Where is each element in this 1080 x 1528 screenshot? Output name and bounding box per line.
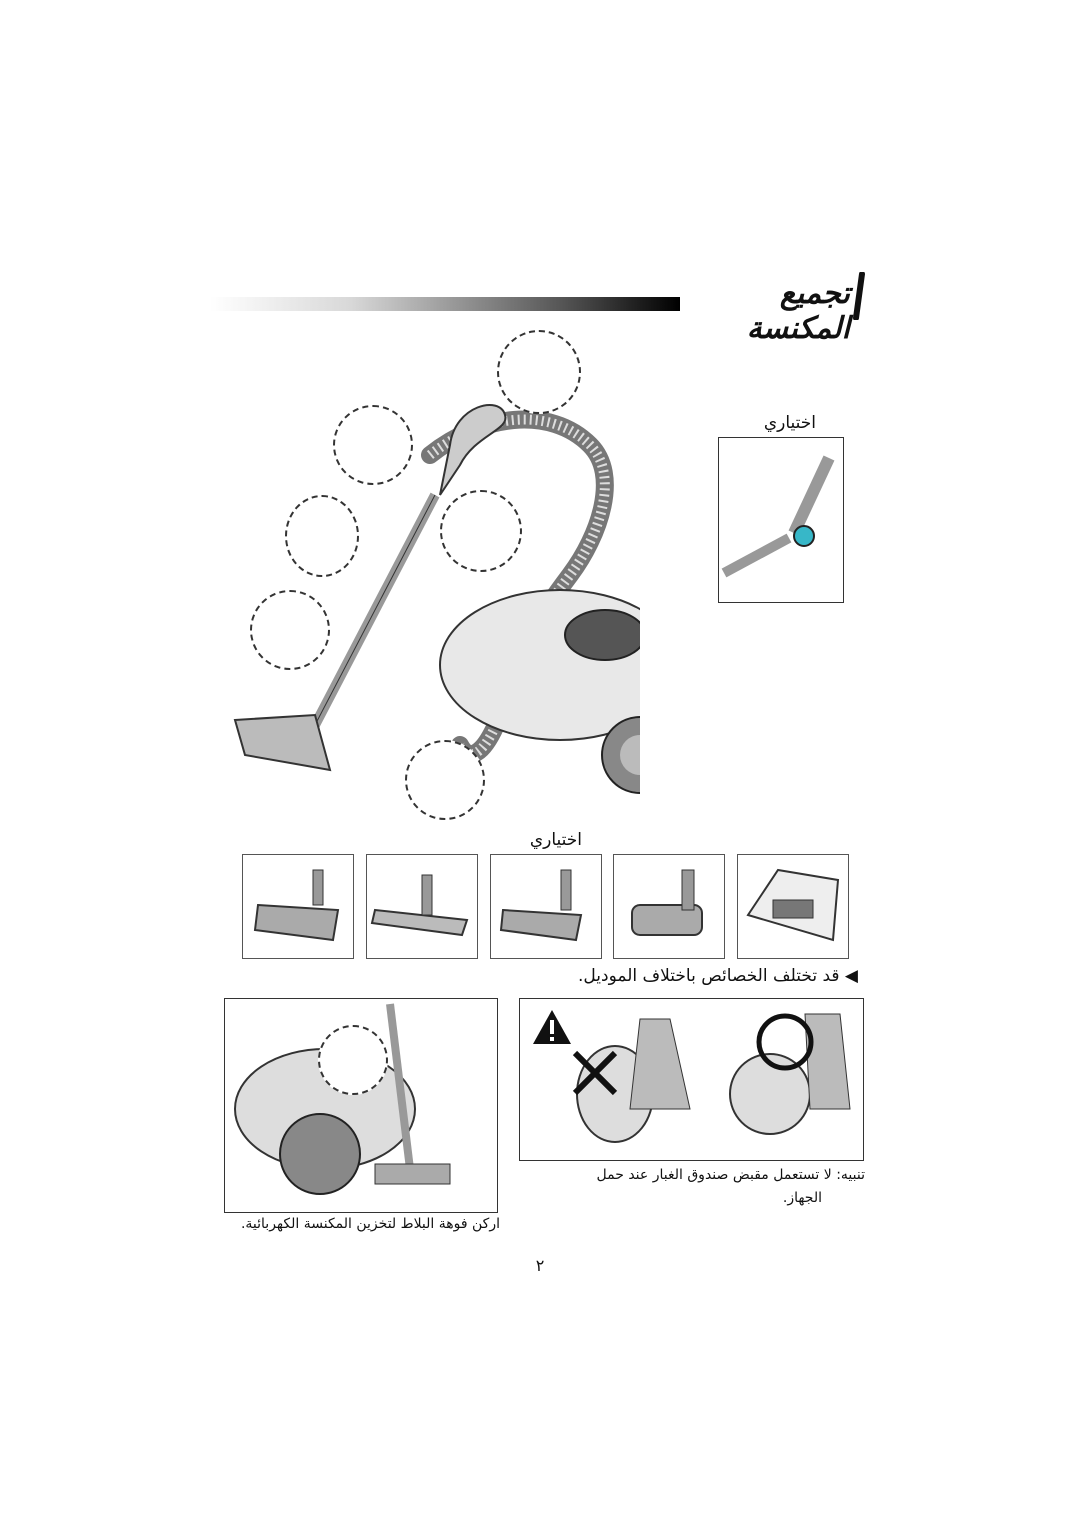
optional-handle-image (718, 437, 844, 603)
storage-caption: اركن فوهة البلاط لتخزين المكنسة الكهربائ… (240, 1216, 500, 1232)
header-gradient-bar (210, 297, 680, 311)
note-arrow-icon: ◀ (839, 966, 858, 986)
detail-handle-connect (333, 405, 413, 485)
warning-line-2: الجهاز. (782, 1190, 822, 1206)
nozzle-thumb-2 (366, 854, 478, 959)
circle-check-icon (755, 1012, 815, 1072)
nozzle-thumb-5 (737, 854, 849, 959)
optional-label-top: اختياري (763, 413, 816, 433)
detail-pipe-join (250, 590, 330, 670)
nozzle-thumb-3 (490, 854, 602, 959)
model-note: ◀ قد تختلف الخصائص باختلاف الموديل. (578, 966, 858, 986)
detail-pipe-lock (285, 495, 359, 577)
detail-accessory-holder (440, 490, 522, 572)
page-number: ٢ (535, 1256, 545, 1275)
nozzle-thumb-1 (242, 854, 354, 959)
optional-label-bottom: اختياري (529, 830, 582, 850)
cross-mark-icon (570, 1048, 620, 1098)
detail-hose-inlet (405, 740, 485, 820)
section-title: تجميع المكنسة (746, 276, 850, 346)
storage-detail-circle (318, 1025, 388, 1095)
nozzle-thumb-4 (613, 854, 725, 959)
warning-triangle-icon (531, 1008, 573, 1046)
warning-line-1: تنبيه: لا تستعمل مقبض صندوق الغبار عند ح… (596, 1167, 865, 1183)
detail-hose-connect (497, 330, 581, 414)
vacuum-assembly-illustration (220, 325, 640, 825)
section-number-mark: ١ (848, 272, 868, 320)
